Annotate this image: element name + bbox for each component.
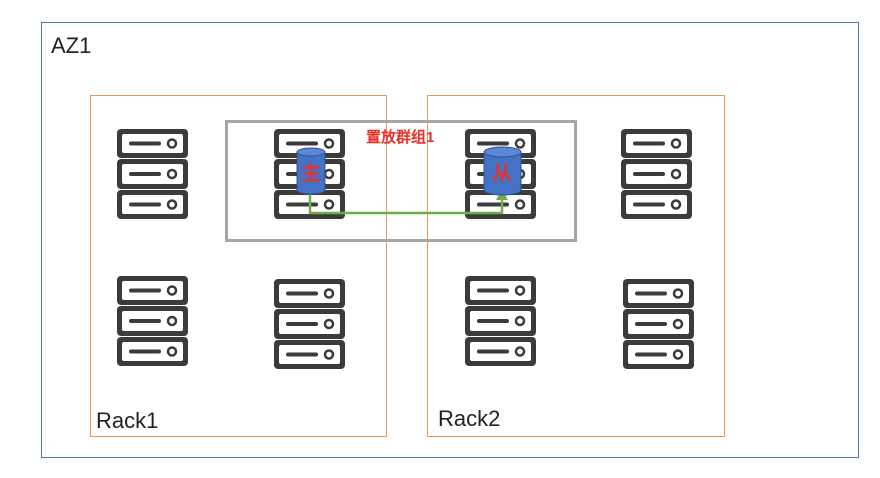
replica-database-icon bbox=[483, 146, 522, 196]
placement-group-label: 置放群组1 bbox=[366, 129, 435, 146]
primary-database-label: 主 bbox=[301, 161, 321, 185]
replication-link bbox=[308, 192, 504, 215]
rack2-box bbox=[427, 95, 725, 437]
rack1-box bbox=[90, 95, 387, 437]
availability-zone-box bbox=[41, 22, 859, 458]
rack1-label: Rack1 bbox=[96, 408, 159, 433]
replica-database-label: 从 bbox=[492, 161, 512, 185]
placement-group-box bbox=[225, 120, 577, 242]
rack2-label: Rack2 bbox=[438, 406, 501, 431]
availability-zone-label: AZ1 bbox=[51, 33, 92, 58]
primary-database-icon bbox=[296, 147, 326, 195]
